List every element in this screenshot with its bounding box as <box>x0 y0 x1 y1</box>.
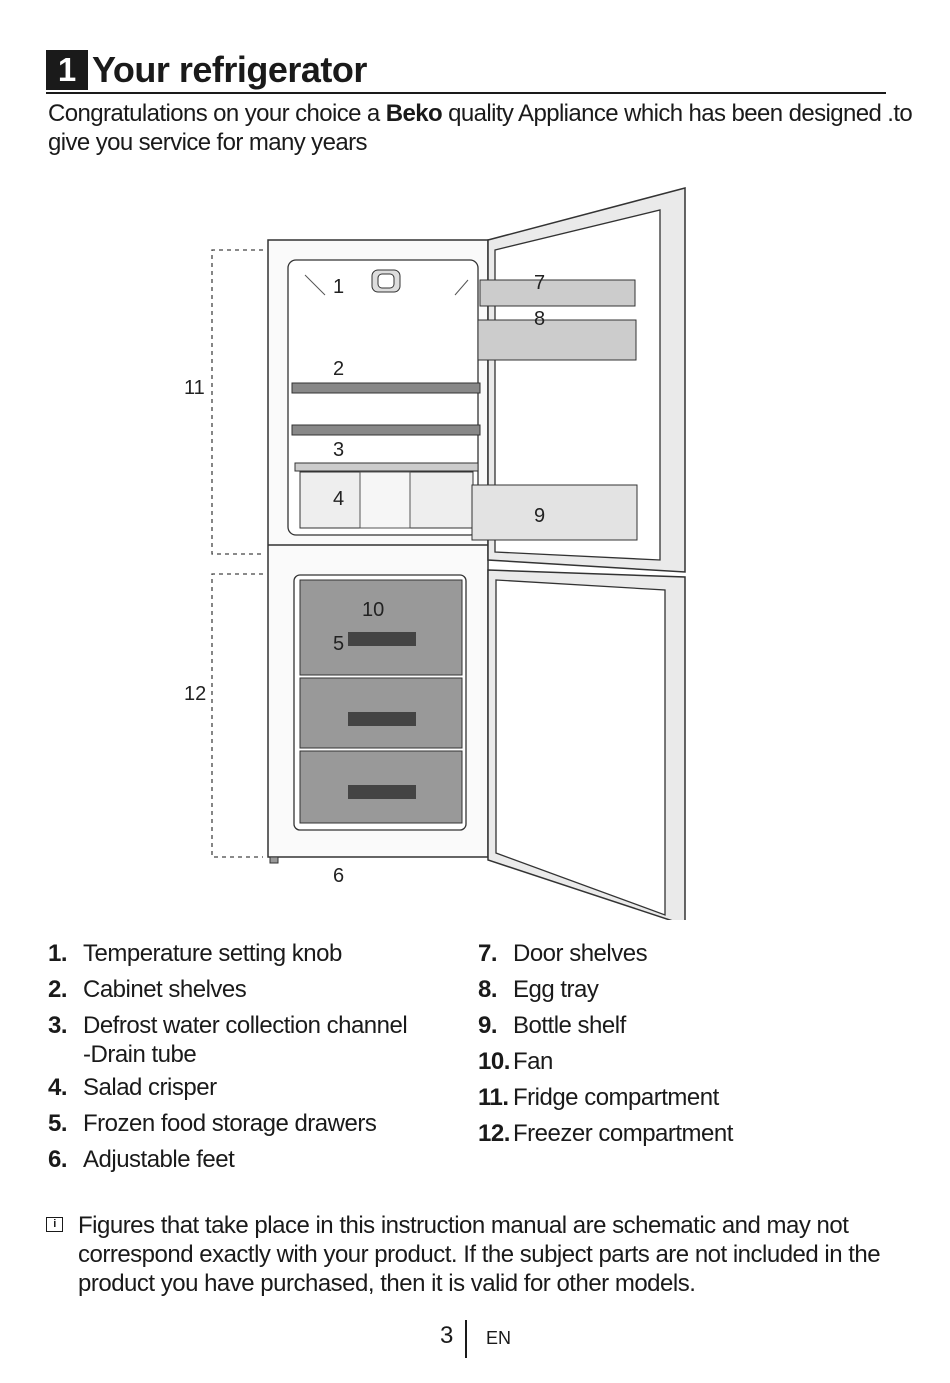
item-label: Salad crisper <box>83 1074 217 1101</box>
page-number: 3 <box>440 1322 454 1349</box>
list-item: 6. Adjustable feet <box>48 1142 448 1178</box>
item-label: Freezer compartment <box>513 1120 733 1147</box>
section-number: 1 <box>46 50 88 90</box>
figure-label-5: 5 <box>333 633 344 655</box>
footer-divider <box>465 1320 467 1358</box>
language-code: EN <box>486 1328 512 1348</box>
item-number: 3. <box>48 1012 68 1039</box>
list-item: 9. Bottle shelf <box>478 1008 898 1044</box>
refrigerator-diagram: 1 2 3 4 5 6 7 8 9 10 11 12 <box>184 187 686 920</box>
item-number: 12. <box>478 1120 510 1147</box>
item-number: 10. <box>478 1048 510 1075</box>
parts-list-left: 1. Temperature setting knob 2. Cabinet she… <box>48 936 448 1178</box>
item-label: Fridge compartment <box>513 1084 719 1111</box>
item-label: Fan <box>513 1048 553 1075</box>
item-label: Adjustable feet <box>83 1146 235 1173</box>
item-number: 9. <box>478 1012 498 1039</box>
item-label: Temperature setting knob <box>83 940 342 967</box>
figure-label-2: 2 <box>333 358 344 380</box>
item-label: Frozen food storage drawers <box>83 1110 377 1137</box>
brand-name: Beko <box>385 100 443 127</box>
item-number: 2. <box>48 976 68 1003</box>
item-label-continued: -Drain tube <box>83 1041 197 1068</box>
info-icon: i <box>46 1217 63 1232</box>
list-item: 3. Defrost water collection channel-Drain… <box>48 1008 448 1069</box>
figure-label-11: 11 <box>184 377 205 399</box>
intro-paragraph: Congratulations on your choice a Beko qu… <box>48 99 918 157</box>
section-title: Your refrigerator <box>92 49 367 90</box>
list-item: 12.Freezer compartment <box>478 1116 898 1152</box>
list-item: 2. Cabinet shelves <box>48 972 448 1008</box>
note-text: Figures that take place in this instruct… <box>78 1212 881 1297</box>
item-number: 4. <box>48 1074 68 1101</box>
list-item: 5. Frozen food storage drawers <box>48 1106 448 1142</box>
item-number: 11. <box>478 1084 509 1111</box>
figure-label-1: 1 <box>333 276 344 298</box>
figure-label-3: 3 <box>333 439 344 461</box>
figure-label-4: 4 <box>333 488 344 510</box>
figure-label-9: 9 <box>534 505 545 527</box>
item-number: 7. <box>478 940 498 967</box>
list-item: 1. Temperature setting knob <box>48 936 448 972</box>
item-number: 5. <box>48 1110 68 1137</box>
item-label: Defrost water collection channel <box>83 1012 408 1039</box>
section-heading: 1 Your refrigerator <box>46 48 886 94</box>
figure-label-10: 10 <box>362 599 384 621</box>
figure-label-8: 8 <box>534 308 545 330</box>
figure-label-12: 12 <box>184 683 206 705</box>
info-note: i Figures that take place in this instru… <box>46 1211 906 1298</box>
list-item: 7. Door shelves <box>478 936 898 972</box>
item-label: Door shelves <box>513 940 648 967</box>
list-item: 8. Egg tray <box>478 972 898 1008</box>
list-item: 11.Fridge compartment <box>478 1080 898 1116</box>
item-number: 6. <box>48 1146 68 1173</box>
item-label: Cabinet shelves <box>83 976 247 1003</box>
figure-label-6: 6 <box>333 865 344 887</box>
figure-label-7: 7 <box>534 272 545 294</box>
item-number: 8. <box>478 976 498 1003</box>
intro-text-before: Congratulations on your choice a <box>48 100 386 127</box>
item-label: Egg tray <box>513 976 599 1003</box>
intro-text-after: quality Appliance which has been designe… <box>48 100 913 156</box>
parts-list-right: 7. Door shelves 8. Egg tray 9. Bottle shelf… <box>478 936 898 1152</box>
item-label: Bottle shelf <box>513 1012 626 1039</box>
item-number: 1. <box>48 940 68 967</box>
list-item: 10.Fan <box>478 1044 898 1080</box>
list-item: 4. Salad crisper <box>48 1070 448 1106</box>
